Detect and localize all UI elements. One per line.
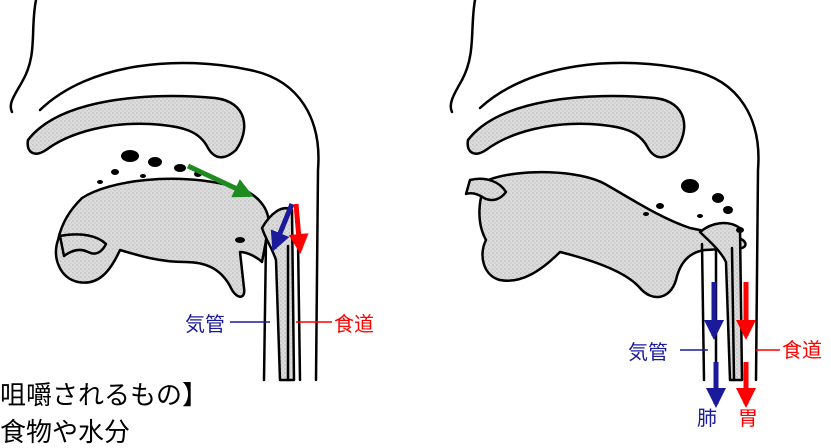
left-esophagus-label: 食道	[334, 312, 374, 336]
right-face-profile	[451, 0, 475, 112]
left-palate	[28, 96, 245, 157]
right-trachea-label: 気管	[628, 340, 668, 364]
left-trachea-label: 気管	[185, 312, 225, 336]
caption-line-1: 咀嚼されるもの】	[0, 381, 208, 411]
caption-line-2: 食物や水分	[0, 418, 130, 448]
left-head-diagram	[11, 0, 319, 380]
left-trachea-tube	[264, 240, 266, 380]
right-lung-label: 肺	[697, 406, 717, 430]
right-esophagus-label: 食道	[782, 338, 822, 362]
left-esophagus-arrow	[296, 204, 300, 250]
right-stomach-label: 胃	[738, 406, 758, 430]
left-face-profile	[11, 0, 36, 112]
right-palate	[468, 96, 685, 157]
